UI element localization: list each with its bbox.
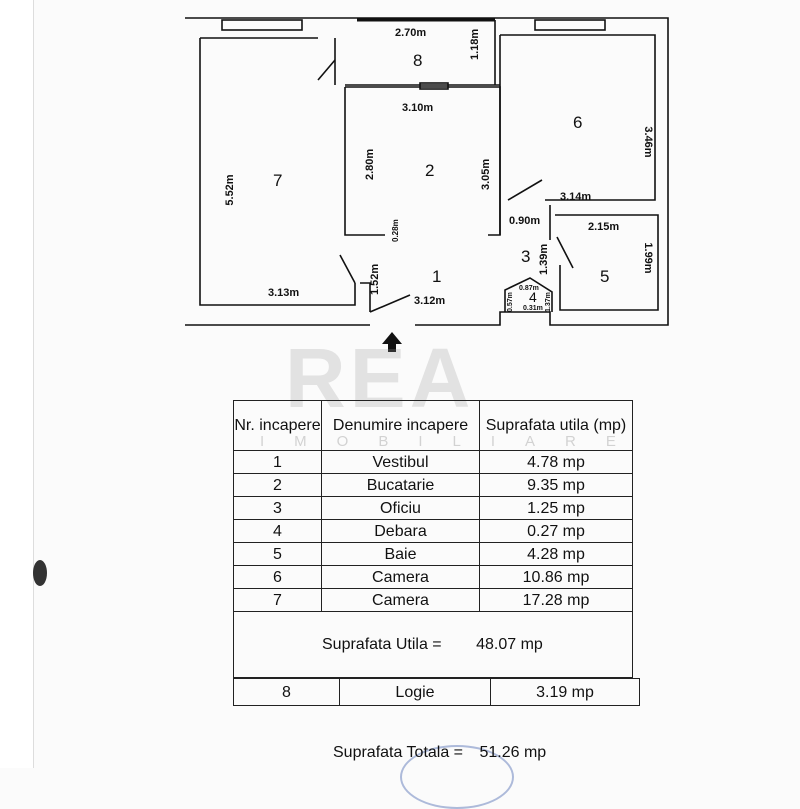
cell: Debara xyxy=(321,519,480,543)
dim: 1.39m xyxy=(538,244,550,275)
total-value: 51.26 mp xyxy=(479,744,547,761)
cell: 4.28 mp xyxy=(479,542,633,566)
dim: 3.13m xyxy=(268,287,299,299)
dim: 1.99m xyxy=(642,242,654,273)
dim: 5.52m xyxy=(224,174,236,205)
cell: 17.28 mp xyxy=(479,588,633,612)
dim: 3.12m xyxy=(414,295,445,307)
util-label: Suprafata Utila = xyxy=(322,636,442,653)
area-table: Nr. incapere Denumire incapere Suprafata… xyxy=(233,400,633,678)
cell: Camera xyxy=(321,588,480,612)
page-margin xyxy=(0,0,33,768)
cell: 7 xyxy=(233,588,322,612)
room5-wall xyxy=(549,205,659,311)
cell: 1.25 mp xyxy=(479,496,633,520)
cell: 2 xyxy=(233,473,322,497)
cell: 10.86 mp xyxy=(479,565,633,589)
header-nr: Nr. incapere xyxy=(233,400,322,451)
total-area: Suprafata Totala = 51.26 mp xyxy=(333,744,546,762)
binder-hole xyxy=(33,560,47,586)
room-label: 7 xyxy=(273,171,282,190)
cell: 0.27 mp xyxy=(479,519,633,543)
cell: 4 xyxy=(233,519,322,543)
table-header: Nr. incapere Denumire incapere Suprafata… xyxy=(233,400,633,451)
cell: Logie xyxy=(339,678,491,706)
cell: 8 xyxy=(233,678,340,706)
header-name: Denumire incapere xyxy=(321,400,480,451)
dim: 1.37m xyxy=(545,292,552,312)
dim: 1.18m xyxy=(469,29,481,60)
room-label: 2 xyxy=(425,161,434,180)
room-label: 3 xyxy=(521,247,530,266)
cell: 9.35 mp xyxy=(479,473,633,497)
outer-wall xyxy=(185,17,669,326)
dim: 2.80m xyxy=(364,149,376,180)
entrance-arrow-icon xyxy=(382,332,402,352)
dim: 3.10m xyxy=(402,102,433,114)
cell: 1 xyxy=(233,450,322,474)
cell: Bucatarie xyxy=(321,473,480,497)
table-row: 8 Logie 3.19 mp xyxy=(233,678,640,706)
cell: Camera xyxy=(321,565,480,589)
room7-wall xyxy=(199,37,356,306)
header-area: Suprafata utila (mp) xyxy=(479,400,633,451)
total-label: Suprafata Totala = xyxy=(333,744,464,761)
dim: 3.14m xyxy=(560,191,591,203)
cell: Oficiu xyxy=(321,496,480,520)
cell: 3 xyxy=(233,496,322,520)
room-label: 1 xyxy=(432,267,441,286)
cell: Baie xyxy=(321,542,480,566)
dim: 3.05m xyxy=(480,159,492,190)
cell: 6 xyxy=(233,565,322,589)
cell: 5 xyxy=(233,542,322,566)
page-edge xyxy=(33,0,34,768)
cell: 3.19 mp xyxy=(490,678,640,706)
logia-table: 8 Logie 3.19 mp xyxy=(233,678,640,706)
room-label: 4 xyxy=(529,289,537,305)
window xyxy=(221,19,303,31)
util-row: Suprafata Utila = 48.07 mp xyxy=(233,611,633,678)
room-label: 8 xyxy=(413,51,422,70)
room-label: 5 xyxy=(600,267,609,286)
dim: 0.31m xyxy=(523,305,543,312)
floor-plan: 2.70m 1.18m 3.10m 2.80m 3.05m 0.28m 3.46… xyxy=(185,17,669,352)
cell: Vestibul xyxy=(321,450,480,474)
dim: 0.90m xyxy=(509,215,540,227)
dim: 0.87m xyxy=(519,285,539,292)
room-label: 6 xyxy=(573,113,582,132)
util-value: 48.07 mp xyxy=(476,636,543,653)
dim: 1.52m xyxy=(369,264,381,295)
room6-wall xyxy=(499,34,656,235)
dim: 0.57m xyxy=(507,292,514,312)
dim: 3.46m xyxy=(642,126,654,157)
dim: 0.28m xyxy=(391,219,400,242)
dim: 2.70m xyxy=(395,27,426,39)
cell: 4.78 mp xyxy=(479,450,633,474)
dim: 2.15m xyxy=(588,221,619,233)
